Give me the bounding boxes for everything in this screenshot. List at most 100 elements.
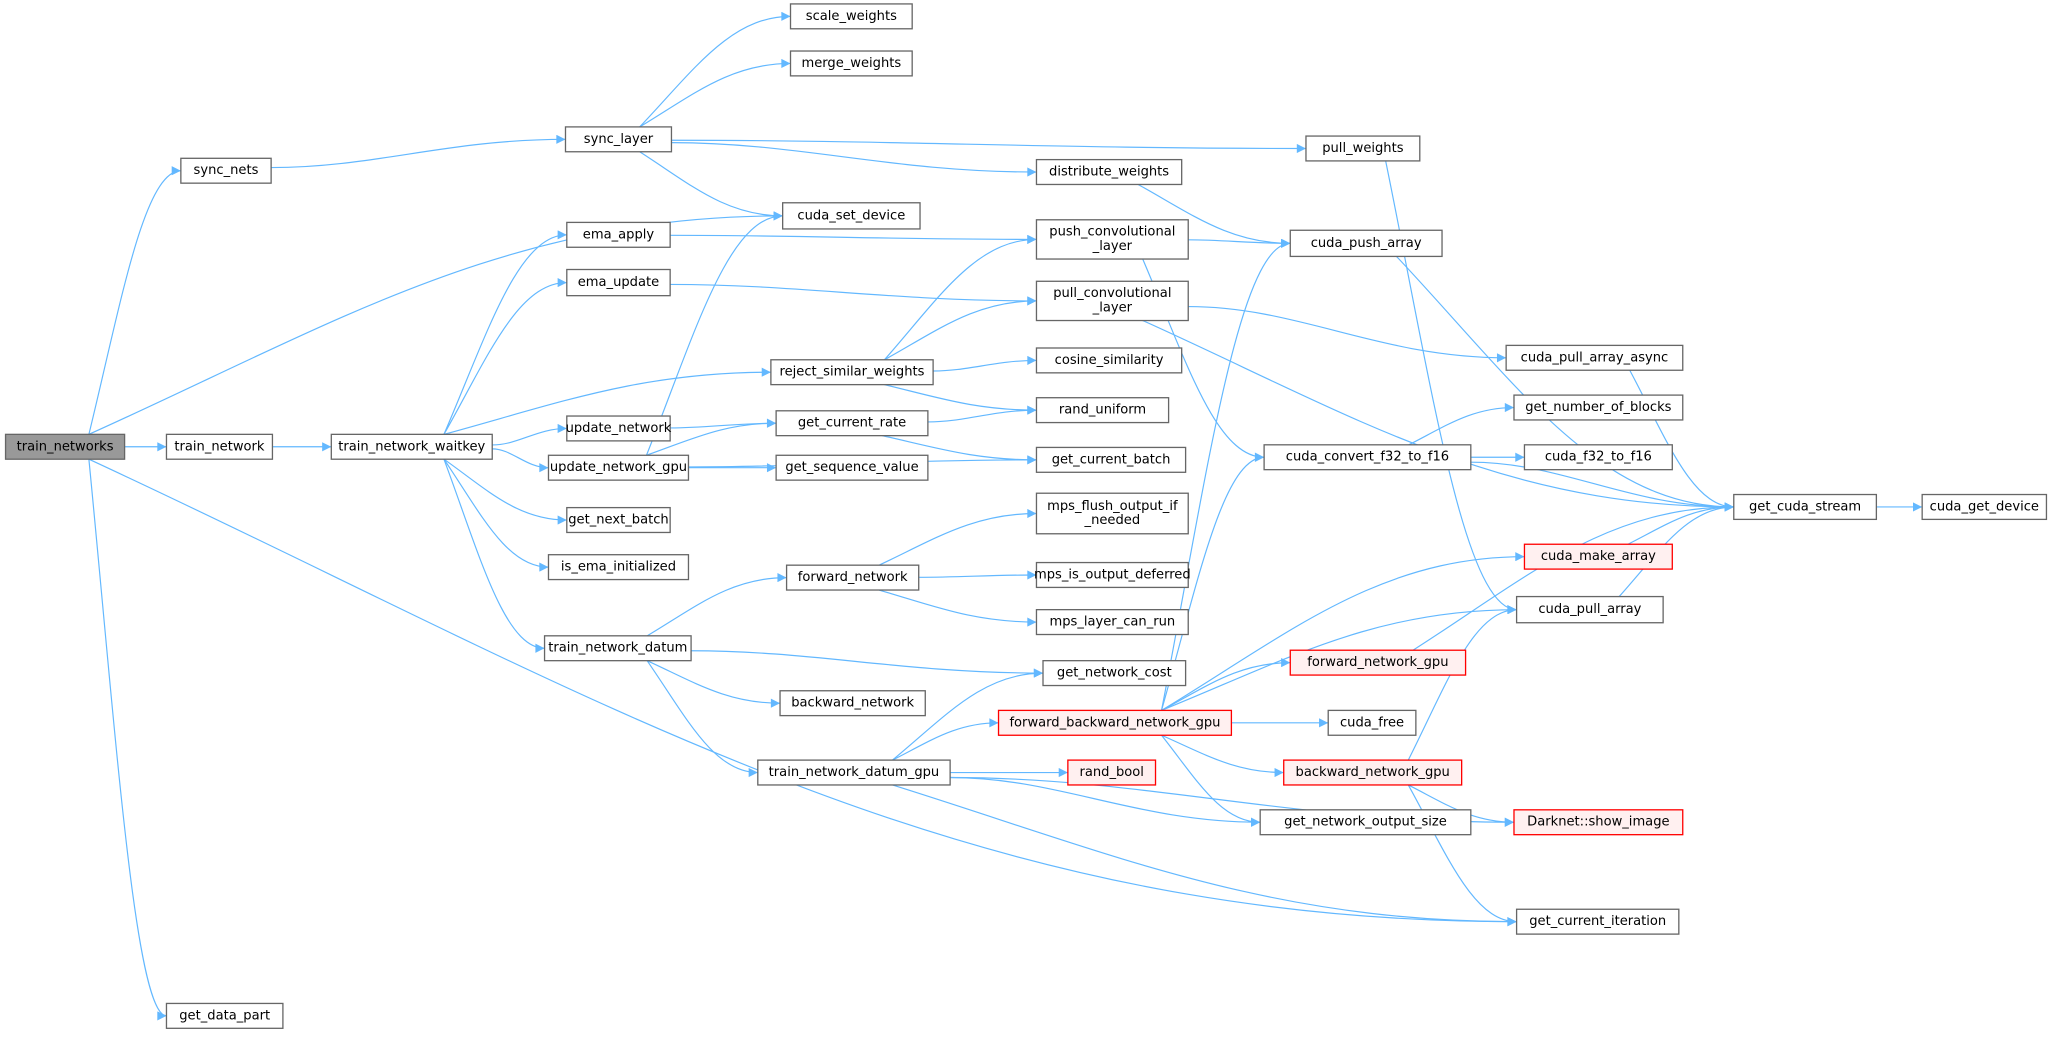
node-get-cuda-stream[interactable]: get_cuda_stream — [1733, 493, 1878, 521]
edge-sync_layer-to-scale_weights — [639, 11, 791, 128]
node-cuda-pull-array[interactable]: cuda_pull_array — [1515, 595, 1664, 624]
node-box — [1042, 660, 1187, 687]
node-box — [4, 433, 126, 460]
node-box — [180, 157, 272, 184]
node-merge-weights[interactable]: merge_weights — [789, 50, 913, 77]
node-train-network[interactable]: train_network — [165, 433, 274, 460]
node-ema-apply[interactable]: ema_apply — [566, 221, 671, 248]
node-get-network-output-size[interactable]: get_network_output_size — [1259, 809, 1472, 836]
node-is-ema-initialized[interactable]: is_ema_initialized — [547, 554, 690, 581]
edge-train_network_waitkey-to-ema_apply — [443, 230, 567, 435]
edge-get_current_rate-to-get_current_batch — [882, 435, 1037, 465]
node-cosine-similarity[interactable]: cosine_similarity — [1035, 347, 1183, 374]
edge-train_network_waitkey-to-ema_update — [443, 278, 567, 435]
node-box — [165, 433, 274, 460]
node-forward-network-gpu[interactable]: forward_network_gpu — [1289, 649, 1467, 676]
node-scale-weights[interactable]: scale_weights — [789, 3, 913, 30]
node-box — [1067, 759, 1157, 786]
edge-cuda_pull_array-to-get_cuda_stream — [1618, 502, 1734, 597]
node-forward-backward-network-gpu[interactable]: forward_backward_network_gpu — [997, 709, 1233, 736]
node-box — [1921, 493, 2048, 521]
node-rand-bool[interactable]: rand_bool — [1067, 759, 1157, 786]
node-push-convolutional-layer[interactable]: push_convolutional_layer — [1035, 219, 1189, 260]
node-cuda-f32-to-f16[interactable]: cuda_f32_to_f16 — [1523, 444, 1673, 471]
node-label: get_data_part — [179, 1008, 270, 1023]
node-pull-weights[interactable]: pull_weights — [1305, 135, 1421, 162]
node-label: rand_uniform — [1059, 403, 1146, 418]
node-mps-layer-can-run[interactable]: mps_layer_can_run — [1035, 609, 1189, 636]
node-cuda-free[interactable]: cuda_free — [1327, 709, 1417, 736]
node-reject-similar-weights[interactable]: reject_similar_weights — [770, 359, 934, 386]
edge-sync_layer-to-cuda_set_device — [639, 151, 783, 221]
node-backward-network[interactable]: backward_network — [779, 690, 926, 717]
node-box — [1513, 394, 1684, 421]
node-train-network-waitkey[interactable]: train_network_waitkey — [330, 433, 493, 460]
node-cuda-set-device[interactable]: cuda_set_device — [782, 202, 921, 230]
node-box — [1035, 347, 1183, 374]
node-darknet-show-image[interactable]: Darknet::show_image — [1513, 809, 1684, 836]
node-cuda-pull-array-async[interactable]: cuda_pull_array_async — [1505, 344, 1684, 371]
node-box — [543, 635, 692, 662]
node-train-network-datum-gpu[interactable]: train_network_datum_gpu — [757, 759, 951, 786]
edge-cuda_make_array-to-get_cuda_stream — [1627, 502, 1734, 545]
edge-cuda_push_array-to-get_cuda_stream — [1396, 256, 1734, 512]
node-update-network-gpu[interactable]: update_network_gpu — [547, 454, 690, 481]
node-pull-convolutional-layer[interactable]: pull_convolutional_layer — [1035, 280, 1189, 322]
node-box — [782, 202, 921, 230]
node-cuda-push-array[interactable]: cuda_push_array — [1289, 229, 1443, 258]
node-distribute-weights[interactable]: distribute_weights — [1035, 158, 1183, 186]
edge-cuda_convert_f32_to_f16-to-get_number_of_blocks — [1408, 402, 1514, 446]
node-sync-nets[interactable]: sync_nets — [180, 157, 272, 184]
node-rand-uniform[interactable]: rand_uniform — [1035, 397, 1170, 424]
node-get-current-rate[interactable]: get_current_rate — [775, 410, 929, 437]
edge-train_networks-to-cuda_set_device — [88, 211, 783, 435]
edge-pull_weights-to-cuda_pull_array — [1385, 160, 1517, 615]
node-get-network-cost[interactable]: get_network_cost — [1042, 660, 1187, 687]
node-get-current-batch[interactable]: get_current_batch — [1035, 446, 1187, 473]
node-box — [1259, 809, 1472, 836]
node-cuda-convert-f32-to-f16[interactable]: cuda_convert_f32_to_f16 — [1263, 444, 1472, 471]
node-box — [1035, 280, 1189, 322]
edge-pull_convolutional_layer-to-cuda_pull_array_async — [1188, 306, 1507, 363]
node-train-networks[interactable]: train_networks — [4, 433, 126, 460]
edge-reject_similar_weights-to-cosine_similarity — [933, 355, 1037, 372]
node-mps-is-output-deferred[interactable]: mps_is_output_deferred — [1034, 561, 1191, 589]
edge-forward_backward_network_gpu-to-get_network_output_size — [1161, 734, 1261, 827]
node-update-network[interactable]: update_network — [566, 415, 672, 442]
node-cuda-make-array[interactable]: cuda_make_array — [1523, 543, 1673, 570]
node-label: _layer — [1092, 301, 1133, 316]
edge-sync_layer-to-merge_weights — [639, 58, 791, 128]
node-backward-network-gpu[interactable]: backward_network_gpu — [1283, 759, 1463, 786]
node-label: reject_similar_weights — [780, 365, 925, 380]
node-sync-layer[interactable]: sync_layer — [564, 126, 673, 153]
node-train-network-datum[interactable]: train_network_datum — [543, 635, 692, 662]
node-label: cuda_convert_f32_to_f16 — [1286, 450, 1449, 465]
node-label: forward_backward_network_gpu — [1009, 715, 1220, 730]
node-label: backward_network_gpu — [1296, 765, 1450, 780]
node-box — [1505, 344, 1684, 371]
node-label: cuda_pull_array_async — [1521, 350, 1669, 365]
node-forward-network[interactable]: forward_network — [785, 564, 920, 591]
node-label: distribute_weights — [1049, 165, 1169, 180]
edge-sync_layer-to-pull_weights — [671, 139, 1306, 154]
node-box — [1515, 908, 1680, 935]
node-box — [1035, 492, 1189, 535]
edge-ema_apply-to-push_convolutional_layer — [670, 234, 1037, 244]
node-cuda-get-device[interactable]: cuda_get_device — [1921, 493, 2048, 521]
node-get-data-part[interactable]: get_data_part — [165, 1002, 284, 1029]
node-get-current-iteration[interactable]: get_current_iteration — [1515, 908, 1680, 935]
node-get-sequence-value[interactable]: get_sequence_value — [775, 454, 929, 481]
node-get-next-batch[interactable]: get_next_batch — [566, 506, 671, 534]
node-get-number-of-blocks[interactable]: get_number_of_blocks — [1513, 394, 1684, 421]
edge-train_network_datum-to-train_network_datum_gpu — [646, 660, 758, 778]
edge-sync_layer-to-distribute_weights — [671, 142, 1037, 177]
node-label: cuda_push_array — [1311, 236, 1422, 251]
edge-cuda_convert_f32_to_f16-to-get_cuda_stream — [1470, 461, 1734, 512]
node-label: ema_apply — [583, 227, 655, 242]
node-label: train_network_datum_gpu — [769, 765, 940, 780]
edge-update_network_gpu-to-get_current_rate — [646, 418, 777, 456]
node-ema-update[interactable]: ema_update — [566, 268, 671, 297]
node-mps-flush-output-if-needed[interactable]: mps_flush_output_if_needed — [1035, 492, 1189, 535]
node-label: pull_convolutional — [1053, 286, 1171, 301]
node-label: update_network — [566, 421, 672, 436]
